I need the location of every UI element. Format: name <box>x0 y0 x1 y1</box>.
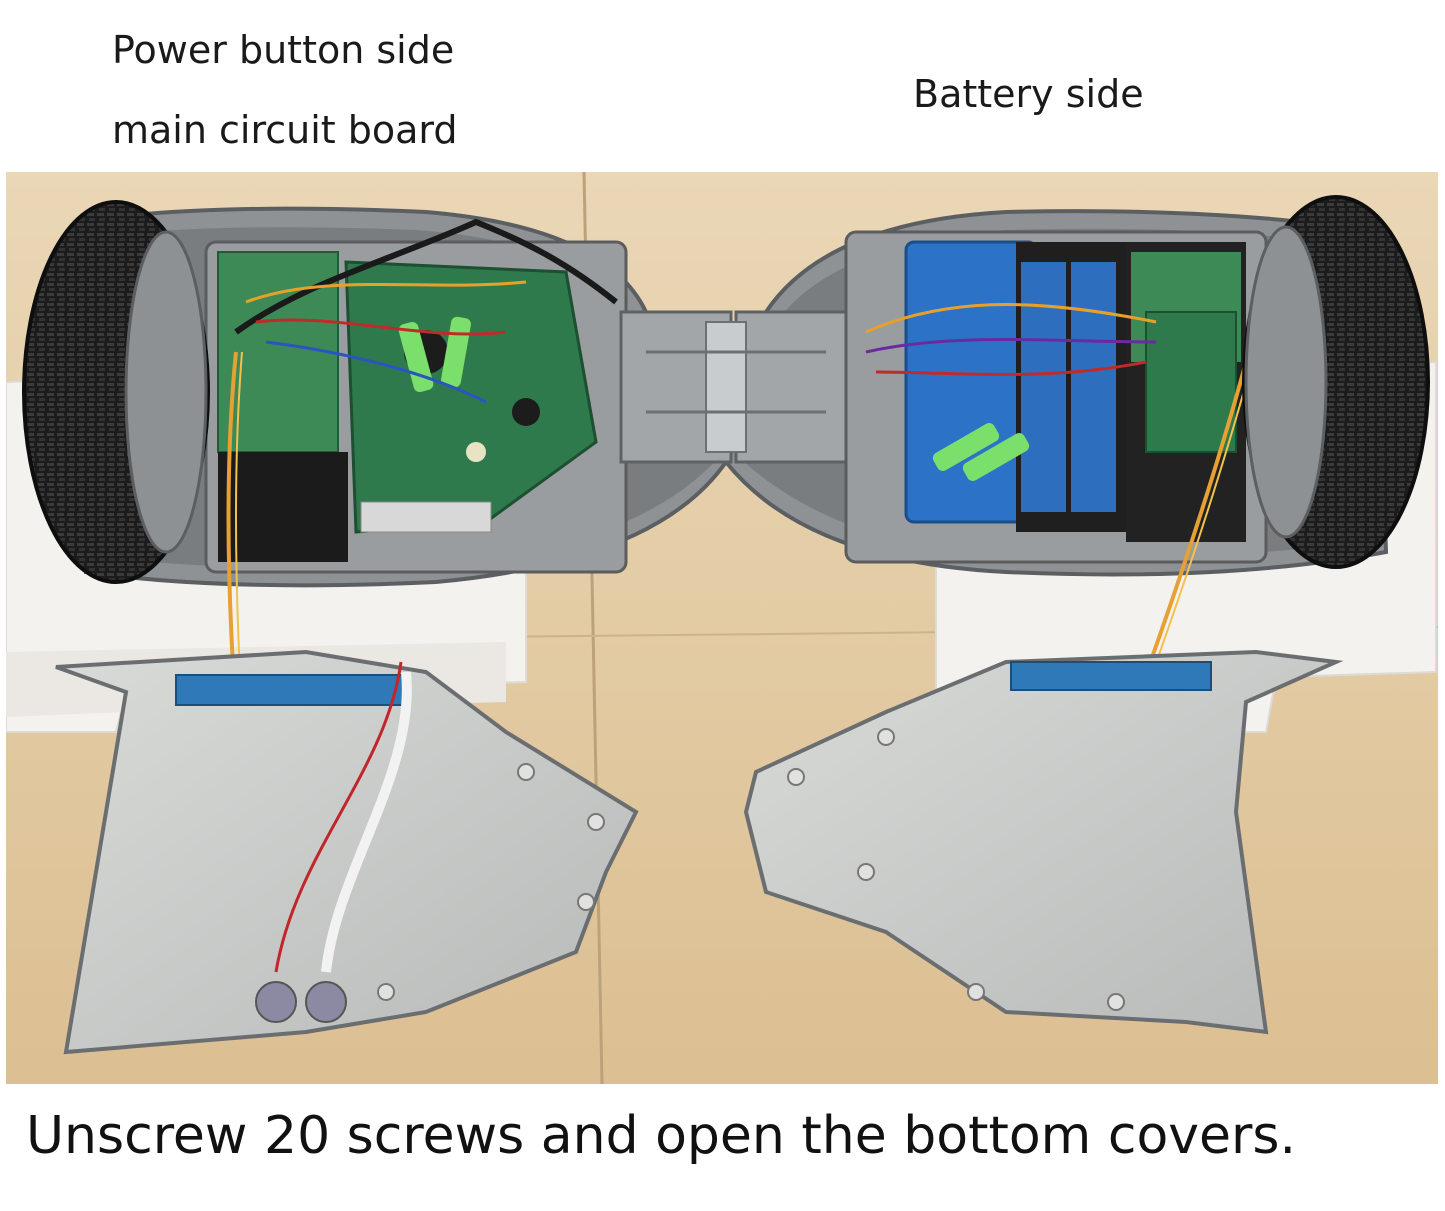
screw-hole <box>857 863 875 881</box>
bottom-cover-right <box>743 649 1344 1035</box>
motor-housing-left <box>218 452 348 562</box>
screw-hole <box>577 893 595 911</box>
wire-red <box>255 318 507 336</box>
battery-cell <box>1021 262 1066 512</box>
main-circuit-board-label: main circuit board <box>112 108 458 152</box>
rim-left <box>124 230 208 554</box>
wire-blue <box>265 340 487 404</box>
battery-side-label: Battery side <box>913 72 1144 116</box>
capacitor <box>512 398 540 426</box>
wire-purple <box>865 338 1157 354</box>
screw-hole <box>1107 993 1125 1011</box>
screw-hole <box>517 763 535 781</box>
screw-hole <box>587 813 605 831</box>
wire-sleeve-white <box>321 671 412 973</box>
capacitor <box>466 442 486 462</box>
led-strip-left <box>175 674 407 706</box>
wire-orange <box>865 303 1157 334</box>
wire-connector <box>962 433 1030 481</box>
led-light <box>255 981 297 1023</box>
gyro-board <box>1145 311 1237 453</box>
screw-hole <box>787 768 805 786</box>
screw-hole <box>877 728 895 746</box>
wire-connector <box>398 321 434 393</box>
board-connectors <box>360 501 492 533</box>
bottom-cover-left <box>55 649 639 1055</box>
led-light <box>305 981 347 1023</box>
wire-connector <box>932 423 1000 471</box>
power-button-side-label: Power button side <box>112 28 455 72</box>
battery-cell <box>1071 262 1116 512</box>
wire-orange <box>245 280 527 304</box>
axle-bearing <box>705 321 747 453</box>
wire-bundle-black <box>234 218 618 335</box>
screw-hole <box>377 983 395 1001</box>
wire-red <box>875 360 1147 376</box>
instruction-caption: Unscrew 20 screws and open the bottom co… <box>26 1106 1297 1166</box>
hoverboard-illustration <box>6 172 1438 1084</box>
wire-red-cover <box>274 661 403 973</box>
screw-hole <box>967 983 985 1001</box>
hoverboard-photo <box>6 172 1438 1084</box>
axle-housing-right <box>734 310 848 464</box>
rim-right <box>1244 225 1328 539</box>
led-strip-right <box>1010 661 1212 691</box>
